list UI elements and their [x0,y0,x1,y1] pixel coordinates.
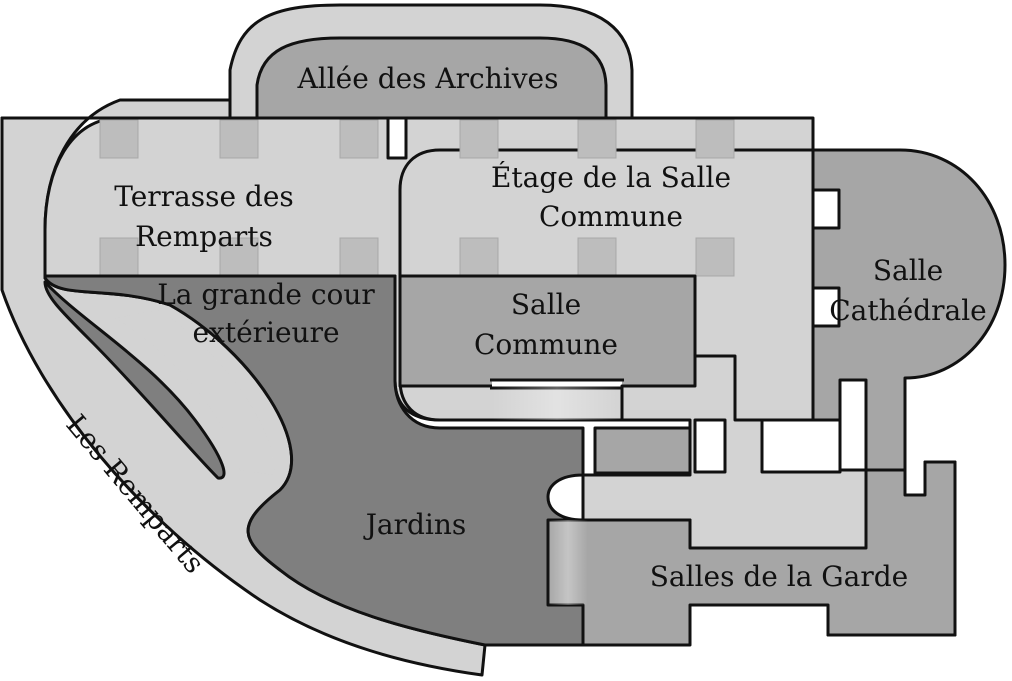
salles-garde-zone[interactable] [546,460,957,647]
label-terrasse-remparts: Terrasse des [114,180,294,213]
label-salles-garde: Salles de la Garde [650,560,909,593]
label-grande-cour: La grande cour [157,278,375,311]
label-terrasse-remparts-2: Remparts [135,220,273,253]
label-salle-cathedrale-2: Cathédrale [829,294,987,327]
label-salle-cathedrale: Salle [873,254,943,287]
remparts-inner-strip [43,280,226,480]
allee-archives-zone[interactable] [255,36,608,120]
label-allee-archives: Allée des Archives [297,62,559,95]
label-salle-commune: Salle [511,288,581,321]
salle-commune-zone[interactable] [398,274,697,388]
label-etage-salle-commune-2: Commune [539,200,683,233]
label-salle-commune-2: Commune [474,328,618,361]
label-jardins: Jardins [363,508,467,541]
label-etage-salle-commune: Étage de la Salle [491,161,731,194]
remparts-inner-cut [115,310,275,475]
terrace-pillars [99,119,735,277]
label-grande-cour-2: extérieure [192,316,339,349]
archives-passage [386,116,408,160]
